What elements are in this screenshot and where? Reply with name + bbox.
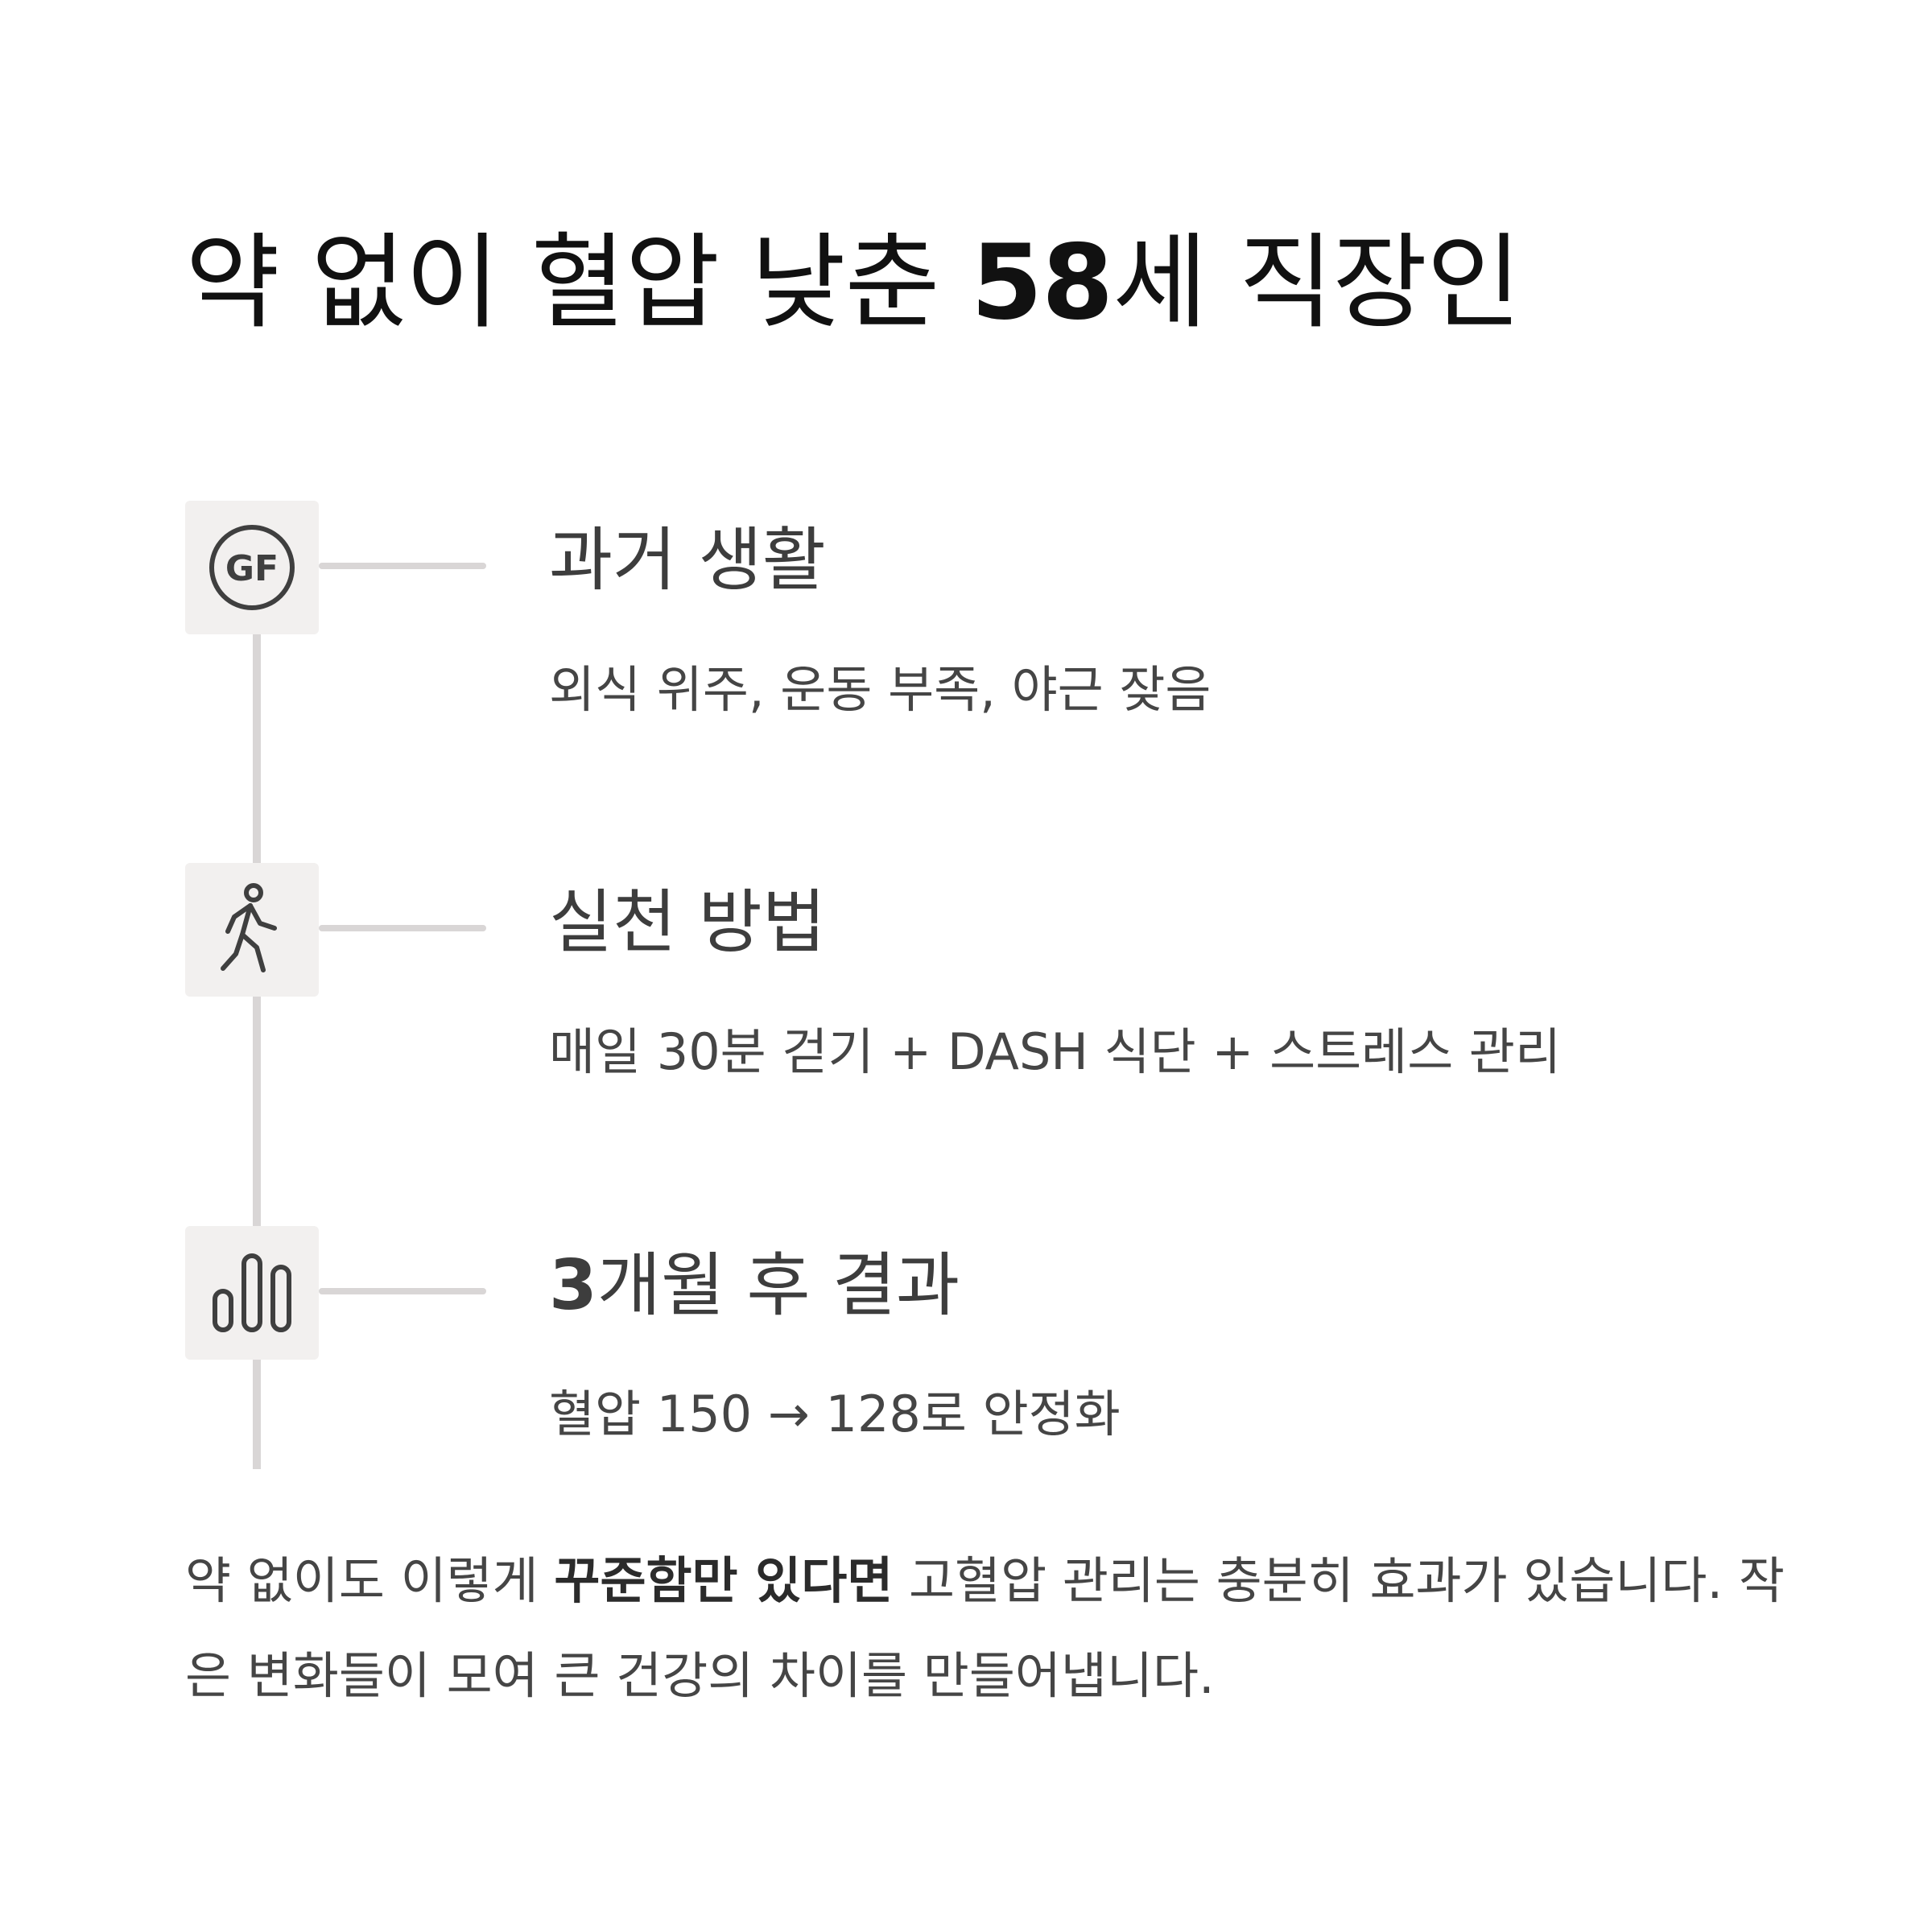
walking-person-icon [221,883,277,972]
step-2-description: 매일 30분 걷기 + DASH 식단 + 스트레스 관리 [549,1022,1562,1081]
step-3-connector [319,1288,486,1294]
step-1-title: 과거 생활 [549,520,826,601]
step-1-connector [319,563,486,569]
step-3-description: 혈압 150 → 128로 안정화 [549,1385,1121,1443]
summary-text-before: 약 없이도 이렇게 [185,1551,555,1610]
gluten-free-icon: GF [209,525,295,610]
step-2-icon-box [185,863,319,997]
gluten-free-icon-text: GF [225,548,279,589]
step-3-title-text: 개월 후 결과 [597,1245,960,1326]
summary-emphasis: 꾸준함만 있다면 [554,1551,894,1610]
timeline-vertical-line [253,564,261,1469]
bar-chart-icon [213,1253,291,1332]
step-2-title: 실천 방법 [549,882,826,963]
step-1-icon-box: GF [185,501,319,634]
summary-paragraph: 약 없이도 이렇게 꾸준함만 있다면 고혈압 관리는 충분히 효과가 있습니다.… [185,1534,1795,1724]
page-title: 약 없이 혈압 낮춘 58세 직장인 [185,221,1521,345]
step-1-description: 외식 위주, 운동 부족, 야근 잦음 [549,660,1212,719]
step-2-connector [319,925,486,931]
title-age: 58 [971,223,1113,343]
step-3-title-number: 3 [549,1245,597,1326]
title-suffix: 세 직장인 [1113,223,1521,343]
summary-text-after: 고혈압 관리는 충분히 효과가 있습니다. 작은 변화들이 모여 큰 건강의 차… [185,1551,1785,1705]
step-3-title: 3개월 후 결과 [549,1245,960,1327]
title-prefix: 약 없이 혈압 낮춘 [185,223,972,343]
step-3-icon-box [185,1226,319,1360]
